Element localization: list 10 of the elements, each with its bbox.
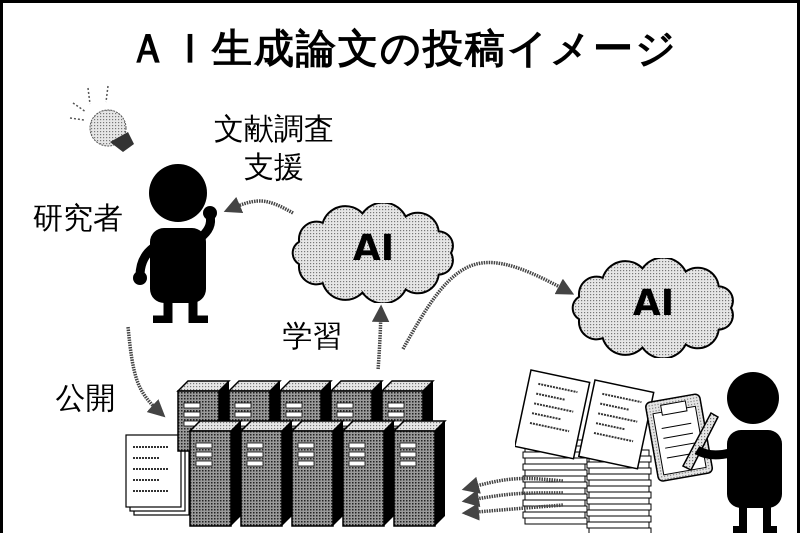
cloud-label: AI xyxy=(352,228,396,269)
cloud-label: AI xyxy=(632,283,676,324)
arrow xyxy=(224,196,294,215)
arrow xyxy=(126,326,166,418)
arrow xyxy=(372,304,390,370)
arrow xyxy=(462,476,564,494)
title: ＡＩ生成論文の投稿イメージ xyxy=(127,25,679,74)
arrow xyxy=(462,490,563,508)
arrow xyxy=(462,503,564,521)
node-label: 研究者 xyxy=(33,200,123,238)
